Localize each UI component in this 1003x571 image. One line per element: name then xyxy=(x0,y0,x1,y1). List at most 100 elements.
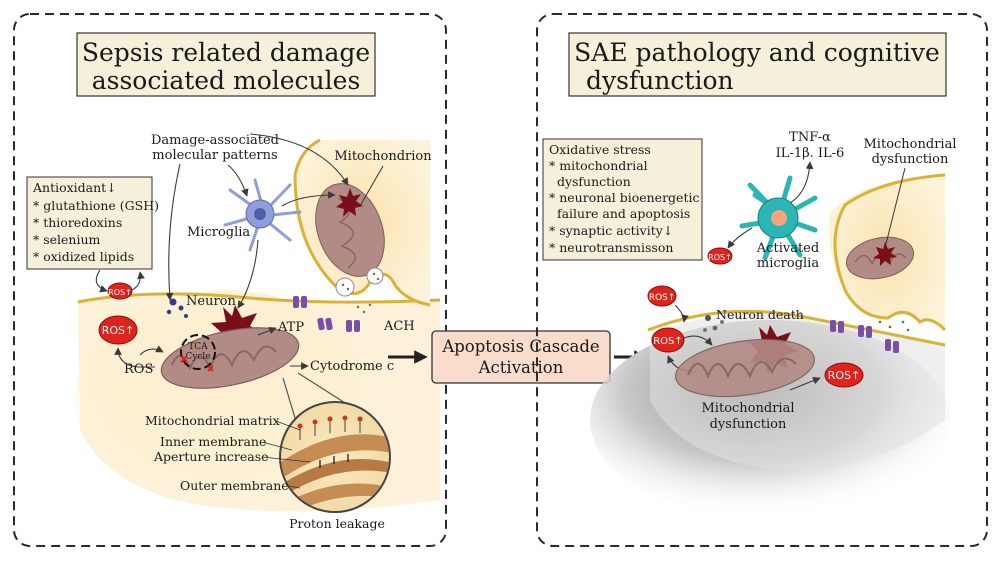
aperture-pointer xyxy=(261,456,311,463)
atp-label: ATP xyxy=(277,320,304,335)
cytochrome-label: Cytodrome c xyxy=(310,359,394,374)
vesicle-2 xyxy=(366,267,384,285)
neuron-death-dot xyxy=(712,325,718,331)
oxidative-header: Oxidative stress xyxy=(549,142,651,157)
neuron-dot xyxy=(184,314,188,318)
receptor xyxy=(838,321,844,333)
oxidative-stress-box xyxy=(542,138,703,261)
apoptosis-line2: Activation xyxy=(478,358,564,377)
ach-molecule xyxy=(888,325,892,329)
ach-molecule xyxy=(368,303,372,307)
ros-badge-membrane xyxy=(647,285,677,307)
ros-badge-right xyxy=(824,362,864,388)
ach-molecule xyxy=(901,320,905,324)
oxidative-item: * neurotransmisson xyxy=(549,240,673,255)
ros-badge-microglia-text: ROS↑ xyxy=(708,253,732,262)
right-postsynaptic-membrane xyxy=(647,309,946,347)
right-central-mitochondrion xyxy=(674,338,816,398)
vesicle-dot xyxy=(376,277,380,281)
mito-to-ros-right2-arrow xyxy=(789,376,821,391)
outer-pointer xyxy=(287,485,301,489)
zoom-connector xyxy=(282,377,296,419)
oxidative-item: * neuronal bioenergetic xyxy=(549,190,699,205)
ros-membrane-arrow xyxy=(674,304,689,323)
receptor xyxy=(885,339,891,351)
microglia-to-ros-arrow xyxy=(727,227,753,249)
mito-dysfunction-pointer xyxy=(885,167,906,245)
antioxidant-item: * glutathione (GSH) xyxy=(33,198,159,213)
ros-badge-right-left xyxy=(651,327,685,353)
ros-badge-small-text: ROS↑ xyxy=(108,288,132,297)
cytokine-line2: IL-1β. IL-6 xyxy=(776,146,845,161)
ros-to-mito-right-arrow xyxy=(683,335,713,346)
neuron-dot xyxy=(166,309,172,315)
left-presyn-damage-burst xyxy=(336,188,363,217)
activated-microglia-line2: microglia xyxy=(757,256,819,271)
outer-membrane-label: Outer membrane xyxy=(180,478,289,493)
mitochondrion-pointer xyxy=(359,165,384,207)
oxidative-item: failure and apoptosis xyxy=(549,206,690,221)
receptor xyxy=(830,320,836,332)
ros-up-arrow xyxy=(114,347,155,368)
receptor xyxy=(866,326,872,338)
tca-label-line2: Cycle xyxy=(185,352,210,362)
ach-molecule xyxy=(906,328,910,332)
right-presynaptic-membrane xyxy=(833,173,947,332)
ros-badge-left-text: ROS↑ xyxy=(102,324,135,337)
tca-cycle-ring xyxy=(180,334,216,370)
damp-to-microglia-arrow xyxy=(227,164,249,197)
oxidative-item: * mitochondrial xyxy=(549,158,648,173)
ros-badge-right-text: ROS↑ xyxy=(828,369,861,382)
oxidative-item: dysfunction xyxy=(549,174,631,189)
microglia-to-damage-arrow xyxy=(237,239,259,309)
neuron-dot xyxy=(169,298,177,306)
tca-inhibition-mark xyxy=(207,365,214,372)
left-title-line2: associated molecules xyxy=(92,66,361,95)
neuron-death-dot xyxy=(720,320,724,324)
receptor xyxy=(346,320,352,332)
neuron-death-label: Neuron death xyxy=(716,307,804,322)
aperture-label: Aperture increase xyxy=(153,449,269,464)
mito-dysfunction-top-line2: dysfunction xyxy=(872,152,949,167)
matrix-label: Mitochondrial matrix xyxy=(145,413,280,428)
mito-dysfunction-bottom-line1: Mitochondrial xyxy=(702,401,795,416)
oxidative-item: * synaptic activity↓ xyxy=(549,223,673,238)
left-title-line1: Sepsis related damage xyxy=(82,38,370,67)
ros-badge-microglia xyxy=(707,247,733,265)
atp-arrow xyxy=(257,326,277,336)
right-presyn-damage-burst xyxy=(873,242,897,266)
neuron-death-dot xyxy=(703,328,707,332)
damp-to-neuron-arrow xyxy=(165,163,181,301)
mito-dysfunction-top-line1: Mitochondrial xyxy=(864,137,957,152)
activated-microglia-line1: Activated xyxy=(756,241,819,256)
left-title-box xyxy=(76,32,376,97)
neuron-label: Neuron xyxy=(186,294,236,309)
box-to-ros-arrow xyxy=(95,269,108,293)
receptor xyxy=(354,320,360,332)
proton-leakage-label: Proton leakage xyxy=(289,516,385,531)
vesicle-dot xyxy=(372,272,376,276)
receptor xyxy=(893,341,899,353)
receptor xyxy=(293,296,299,308)
tca-inhibition-mark xyxy=(180,355,188,363)
right-title-box xyxy=(568,32,947,97)
right-panel-frame xyxy=(536,13,988,547)
apoptosis-line1: Apoptosis Cascade xyxy=(441,337,599,356)
inner-membrane-label: Inner membrane xyxy=(160,434,266,449)
neuron-dot xyxy=(178,305,184,311)
receptor xyxy=(858,325,864,337)
mitochondrion-label: Mitochondrion xyxy=(334,149,432,164)
ach-molecule xyxy=(878,320,882,324)
tca-label-line1: TCA xyxy=(188,342,208,352)
damp-label-line1: Damage-associated xyxy=(151,133,279,148)
ros-to-mito-arrow xyxy=(139,345,164,356)
ros-badge-membrane-text: ROS↑ xyxy=(649,293,676,303)
left-presynaptic-mitochondrion xyxy=(315,183,385,277)
resting-microglia xyxy=(223,178,302,252)
left-panel-frame xyxy=(13,13,447,547)
apoptosis-cascade-box xyxy=(431,330,611,384)
antioxidant-item: * thioredoxins xyxy=(33,215,122,230)
microglia-to-mito-arrow xyxy=(281,191,336,207)
neuron-death-dot xyxy=(705,315,711,321)
